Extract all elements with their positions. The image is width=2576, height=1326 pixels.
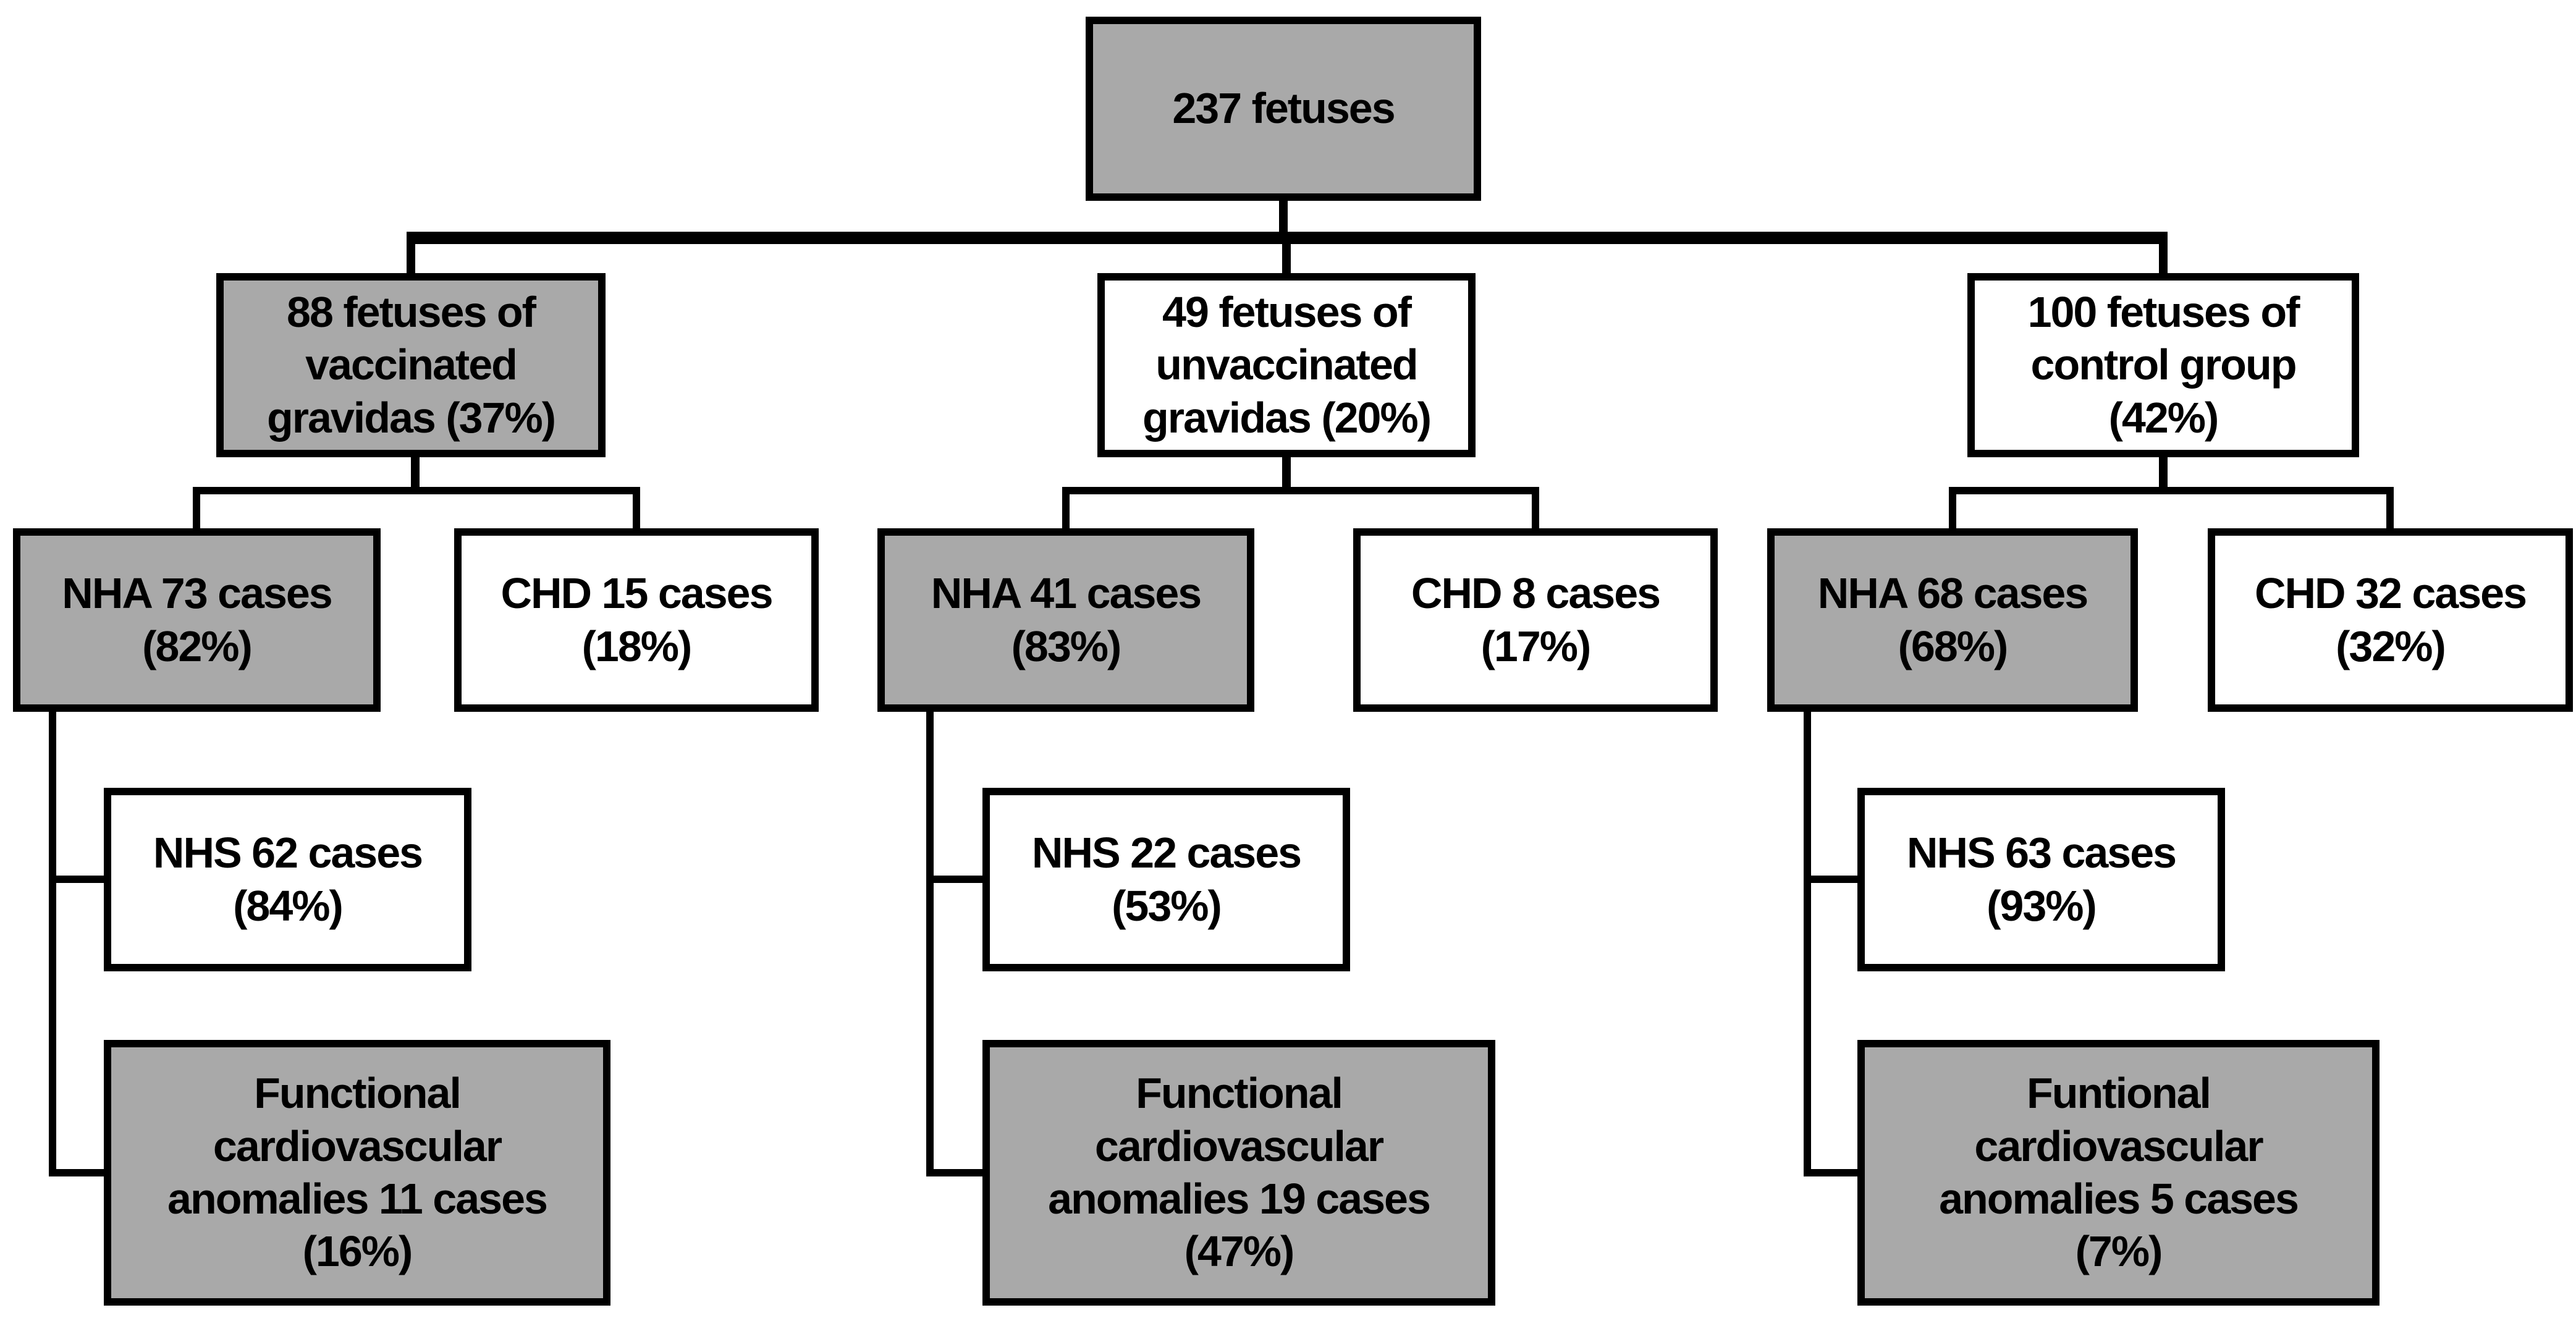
connector-junction bbox=[193, 487, 640, 494]
connector-bracket-vertical bbox=[926, 708, 934, 1176]
vaccinated-nha-box: NHA 73 cases (82%) bbox=[13, 528, 381, 712]
control-nhs-box: NHS 63 cases (93%) bbox=[1857, 788, 2225, 971]
unvaccinated-chd-box: CHD 8 cases (17%) bbox=[1353, 528, 1718, 712]
connector-child-stub bbox=[1532, 493, 1539, 529]
box-text-line: (17%) bbox=[1480, 622, 1592, 670]
unvaccinated-group-box: 49 fetuses of unvaccinated gravidas (20%… bbox=[1097, 273, 1476, 457]
control-functional-box: Funtional cardiovascular anomalies 5 cas… bbox=[1857, 1040, 2380, 1306]
box-text-line: gravidas (20%) bbox=[1142, 393, 1432, 442]
box-text-line: 49 fetuses of bbox=[1162, 287, 1412, 336]
connector-parent-stub bbox=[411, 457, 420, 488]
unvaccinated-nhs-box: NHS 22 cases (53%) bbox=[982, 788, 1350, 971]
box-text-line: (82%) bbox=[142, 622, 253, 670]
connector-stub-vaccinated bbox=[407, 243, 415, 273]
box-text-line: CHD 32 cases bbox=[2254, 569, 2527, 618]
connector-child-stub bbox=[1062, 493, 1070, 529]
box-text-line: NHS 22 cases bbox=[1031, 829, 1302, 877]
connector-nhs-branch bbox=[49, 876, 111, 883]
connector-bracket-vertical bbox=[49, 708, 56, 1176]
box-text-line: gravidas (37%) bbox=[266, 393, 556, 442]
box-text-line: (84%) bbox=[233, 881, 344, 930]
box-text-line: 88 fetuses of bbox=[287, 287, 536, 336]
connector-child-stub bbox=[633, 493, 640, 529]
connector-parent-stub bbox=[1282, 457, 1291, 488]
box-text-line: (7%) bbox=[2075, 1227, 2163, 1276]
box-text-line: NHS 62 cases bbox=[153, 829, 423, 877]
connector-functional-branch bbox=[1804, 1169, 1865, 1176]
box-text-line: (68%) bbox=[1898, 622, 2009, 670]
connector-functional-branch bbox=[49, 1169, 111, 1176]
box-text-line: (93%) bbox=[1987, 881, 2097, 930]
box-text-line: 237 fetuses bbox=[1172, 84, 1395, 133]
box-text-line: 100 fetuses of bbox=[2027, 287, 2300, 336]
box-text-line: anomalies 19 cases bbox=[1048, 1175, 1431, 1223]
connector-parent-stub bbox=[2159, 457, 2168, 488]
box-text-line: anomalies 11 cases bbox=[167, 1175, 548, 1223]
connector-junction bbox=[1062, 487, 1539, 494]
unvaccinated-nha-box: NHA 41 cases (83%) bbox=[877, 528, 1254, 712]
connector-junction bbox=[1949, 487, 2394, 494]
vaccinated-group-box: 88 fetuses of vaccinated gravidas (37%) bbox=[216, 273, 606, 457]
box-text-line: CHD 8 cases bbox=[1411, 569, 1661, 618]
connector-stub-control bbox=[2159, 243, 2168, 273]
control-nha-box: NHA 68 cases (68%) bbox=[1767, 528, 2138, 712]
total-fetuses-box: 237 fetuses bbox=[1086, 17, 1481, 201]
connector-stub-unvaccinated bbox=[1282, 243, 1291, 273]
box-text-line: cardiovascular bbox=[1974, 1121, 2263, 1170]
connector-root-stub bbox=[1279, 201, 1288, 233]
control-chd-box: CHD 32 cases (32%) bbox=[2208, 528, 2573, 712]
connector-bracket-vertical bbox=[1804, 708, 1811, 1176]
box-text-line: (32%) bbox=[2336, 622, 2446, 670]
control-group-box: 100 fetuses of control group (42%) bbox=[1967, 273, 2359, 457]
box-text-line: Funtional bbox=[2027, 1069, 2211, 1118]
box-text-line: cardiovascular bbox=[1094, 1121, 1384, 1170]
box-text-line: (83%) bbox=[1011, 622, 1122, 670]
box-text-line: NHA 73 cases bbox=[62, 569, 332, 618]
box-text-line: control group bbox=[2030, 340, 2297, 389]
vaccinated-chd-box: CHD 15 cases (18%) bbox=[454, 528, 819, 712]
box-text-line: (18%) bbox=[581, 622, 693, 670]
vaccinated-nhs-box: NHS 62 cases (84%) bbox=[104, 788, 471, 971]
connector-child-stub bbox=[193, 493, 200, 529]
connector-main-horizontal bbox=[407, 232, 2168, 244]
unvaccinated-functional-box: Functional cardiovascular anomalies 19 c… bbox=[982, 1040, 1495, 1306]
box-text-line: CHD 15 cases bbox=[500, 569, 773, 618]
box-text-line: vaccinated bbox=[305, 340, 518, 389]
box-text-line: (47%) bbox=[1184, 1227, 1295, 1276]
box-text-line: (53%) bbox=[1112, 881, 1222, 930]
connector-nhs-branch bbox=[1804, 876, 1865, 883]
box-text-line: Functional bbox=[1136, 1069, 1343, 1118]
vaccinated-functional-box: Functional cardiovascular anomalies 11 c… bbox=[104, 1040, 610, 1306]
box-text-line: Functional bbox=[254, 1069, 462, 1118]
box-text-line: unvaccinated bbox=[1155, 340, 1418, 389]
connector-child-stub bbox=[2386, 493, 2394, 529]
box-text-line: NHA 41 cases bbox=[931, 569, 1202, 618]
box-text-line: anomalies 5 cases bbox=[1939, 1175, 2299, 1223]
connector-child-stub bbox=[1949, 493, 1956, 529]
box-text-line: (42%) bbox=[2108, 393, 2219, 442]
box-text-line: NHS 63 cases bbox=[1906, 829, 2177, 877]
box-text-line: cardiovascular bbox=[213, 1121, 502, 1170]
box-text-line: NHA 68 cases bbox=[1817, 569, 2088, 618]
connector-nhs-branch bbox=[926, 876, 988, 883]
box-text-line: (16%) bbox=[302, 1227, 413, 1276]
connector-functional-branch bbox=[926, 1169, 988, 1176]
